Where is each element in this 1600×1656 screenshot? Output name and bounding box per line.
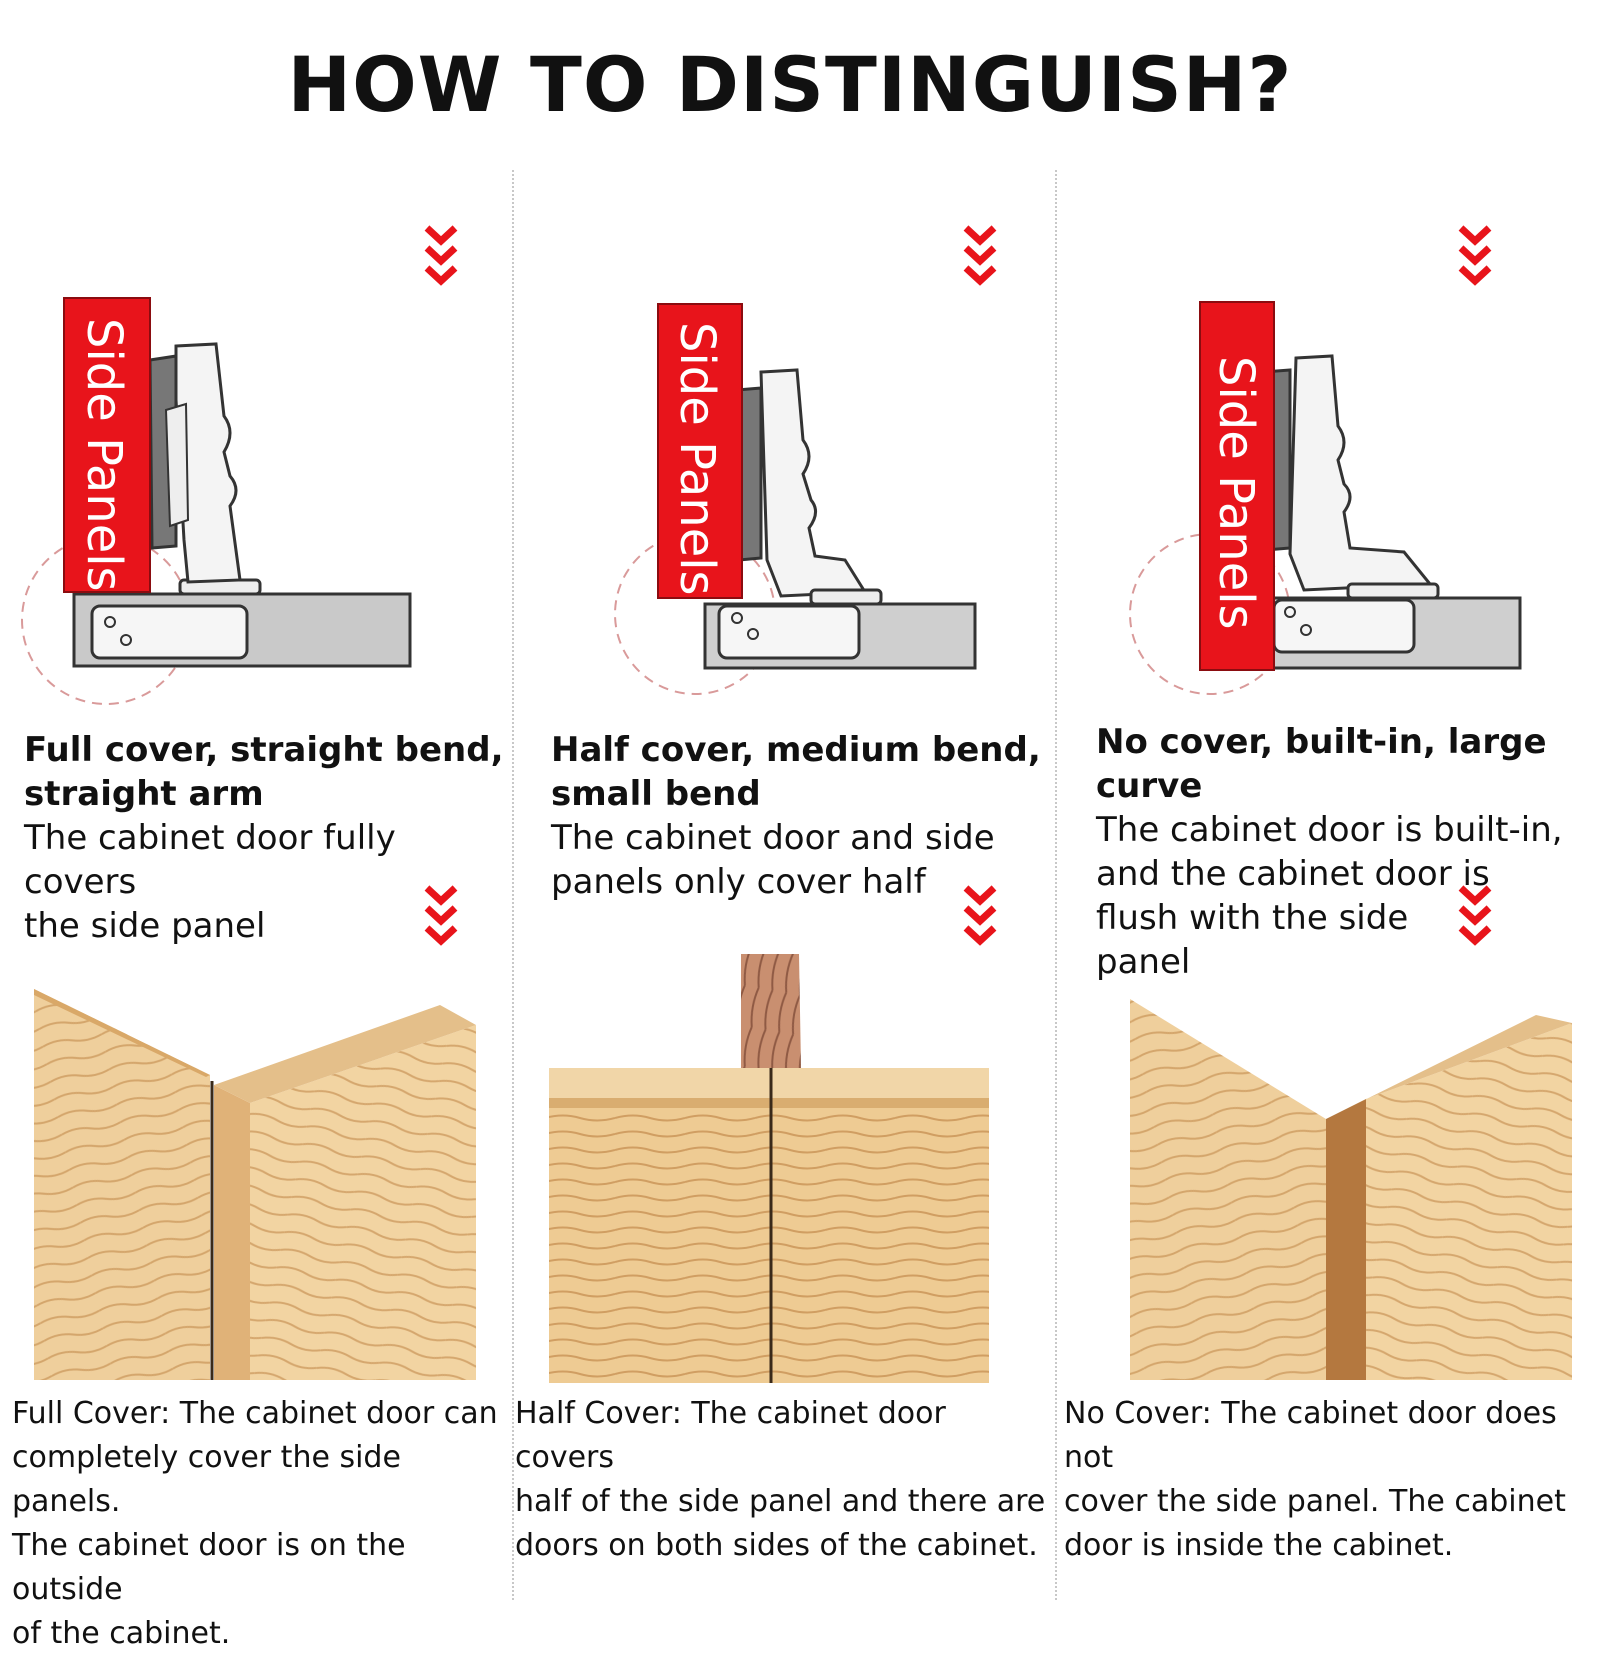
hinge-type-description: The cabinet door fully covers the side p…	[24, 816, 510, 948]
hinge-type-heading: Half cover, medium bend, small bend	[551, 728, 1041, 816]
triple-chevron-down-icon	[963, 885, 997, 946]
no-cover-wood-illustration	[1130, 999, 1572, 1380]
caption-line: No Cover: The cabinet door does not	[1064, 1396, 1557, 1475]
caption-line: Half Cover: The cabinet door covers	[515, 1396, 946, 1475]
hinge-type-caption: No Cover: The cabinet door does not cove…	[1064, 1392, 1598, 1568]
hinge-type-heading: Full cover, straight bend, straight arm	[24, 728, 504, 816]
full-cover-hinge-diagram: Side Panels	[21, 297, 412, 705]
caption-line: Full Cover: The cabinet door can	[12, 1396, 498, 1431]
description-line: The cabinet door fully covers	[24, 818, 396, 902]
half-cover-wood-illustration	[549, 954, 989, 1383]
caption-line: door is inside the cabinet.	[1064, 1528, 1454, 1563]
side-panel-label: Side Panels	[76, 318, 132, 592]
description-line: panels only cover half	[551, 862, 926, 902]
caption-line: completely cover the side panels.	[12, 1440, 401, 1519]
description-line: flush with the side	[1096, 898, 1409, 938]
heading-line: curve	[1096, 766, 1203, 806]
triple-chevron-down-icon	[963, 225, 997, 286]
page-title: HOW TO DISTINGUISH?	[287, 40, 1293, 129]
half-cover-hinge-diagram: Side Panels	[614, 303, 977, 695]
hinge-type-description: The cabinet door and side panels only co…	[551, 816, 995, 904]
triple-chevron-down-icon	[424, 885, 458, 946]
hinge-type-caption: Half Cover: The cabinet door covers half…	[515, 1392, 1053, 1568]
heading-line: No cover, built-in, large	[1096, 722, 1547, 762]
description-line: and the cabinet door is	[1096, 854, 1490, 894]
triple-chevron-down-icon	[1458, 225, 1492, 286]
caption-line: half of the side panel and there are	[515, 1484, 1046, 1519]
heading-line: straight arm	[24, 774, 264, 814]
no-cover-hinge-diagram: Side Panels	[1129, 301, 1522, 695]
full-cover-wood-illustration	[34, 989, 476, 1380]
column-divider	[1055, 170, 1057, 1600]
triple-chevron-down-icon	[1458, 885, 1492, 946]
description-line: the side panel	[24, 906, 266, 946]
caption-line: doors on both sides of the cabinet.	[515, 1528, 1038, 1563]
hinge-type-heading: No cover, built-in, large curve	[1096, 720, 1547, 808]
heading-line: Full cover, straight bend,	[24, 730, 504, 770]
description-line: The cabinet door and side	[551, 818, 995, 858]
side-panel-label: Side Panels	[1208, 356, 1264, 630]
hinge-type-description: The cabinet door is built-in, and the ca…	[1096, 808, 1563, 984]
half-cover-column: Side Panels Half cover, medium bend, sma…	[515, 0, 1053, 1600]
no-cover-column: Side Panels No cover, built-in, large cu…	[1058, 0, 1598, 1600]
heading-line: small bend	[551, 774, 761, 814]
caption-line: of the cabinet.	[12, 1616, 231, 1651]
heading-line: Half cover, medium bend,	[551, 730, 1041, 770]
column-divider	[512, 170, 514, 1600]
description-line: panel	[1096, 942, 1191, 982]
hinge-type-caption: Full Cover: The cabinet door can complet…	[12, 1392, 510, 1656]
caption-line: cover the side panel. The cabinet	[1064, 1484, 1566, 1519]
full-cover-column: Side Panels Full cover, straight bend, s…	[0, 0, 510, 1651]
side-panel-label: Side Panels	[669, 322, 725, 596]
triple-chevron-down-icon	[424, 225, 458, 286]
caption-line: The cabinet door is on the outside	[12, 1528, 406, 1607]
description-line: The cabinet door is built-in,	[1096, 810, 1563, 850]
